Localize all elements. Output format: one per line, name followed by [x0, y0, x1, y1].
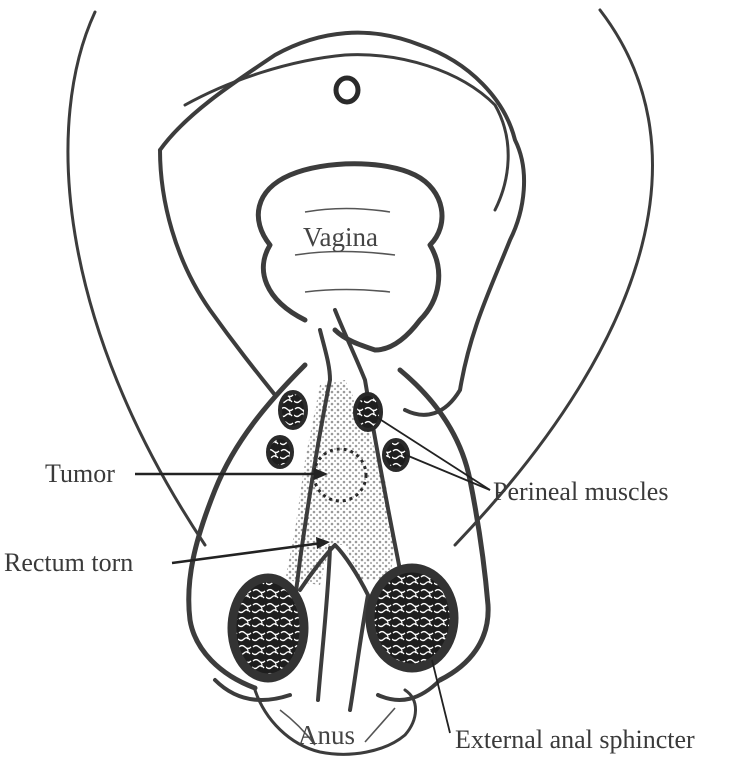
- rectum-torn-arrowhead: [316, 537, 330, 549]
- perineal-muscle-left-upper: [278, 390, 308, 430]
- labia-outline: [183, 53, 510, 212]
- perineal-muscles-label: Perineal muscles: [493, 477, 668, 506]
- vaginal-rugae: [304, 288, 391, 293]
- anus-inner: [364, 707, 396, 743]
- perineal-muscle-right-lower: [382, 438, 410, 472]
- external-anal-sphincter-label: External anal sphincter: [455, 725, 695, 754]
- sphincter-pointer: [431, 659, 451, 734]
- rectal-tear: [298, 543, 370, 712]
- urethral-opening: [333, 75, 361, 105]
- vaginal-rugae: [294, 250, 396, 256]
- external-anal-sphincter-right: [365, 563, 459, 673]
- vagina-label: Vagina: [303, 222, 378, 252]
- outer-body-outline: [66, 10, 207, 547]
- outer-body-outline-right: [453, 8, 654, 547]
- anus-inner: [279, 709, 316, 746]
- external-anal-sphincter-left: [227, 573, 309, 683]
- rectum-torn-label: Rectum torn: [4, 548, 133, 577]
- rectum-torn-pointer: [171, 541, 323, 565]
- anus-label: Anus: [298, 720, 355, 750]
- tumor-label: Tumor: [45, 459, 115, 488]
- anus-outline: [253, 688, 417, 756]
- vaginal-rugae: [304, 207, 391, 213]
- perineal-muscles-pointer: [405, 454, 491, 491]
- vaginal-opening: [255, 161, 445, 353]
- perineal-muscle-right-upper: [353, 392, 383, 432]
- tumor-circle: [312, 447, 368, 503]
- lower-outline: [213, 678, 442, 702]
- vulva-outline: [158, 30, 526, 417]
- perineal-body-outline: [186, 362, 491, 691]
- tumor-arrowhead: [314, 468, 328, 480]
- perineal-muscles-pointer: [377, 417, 491, 491]
- perineal-muscle-left-lower: [266, 435, 294, 469]
